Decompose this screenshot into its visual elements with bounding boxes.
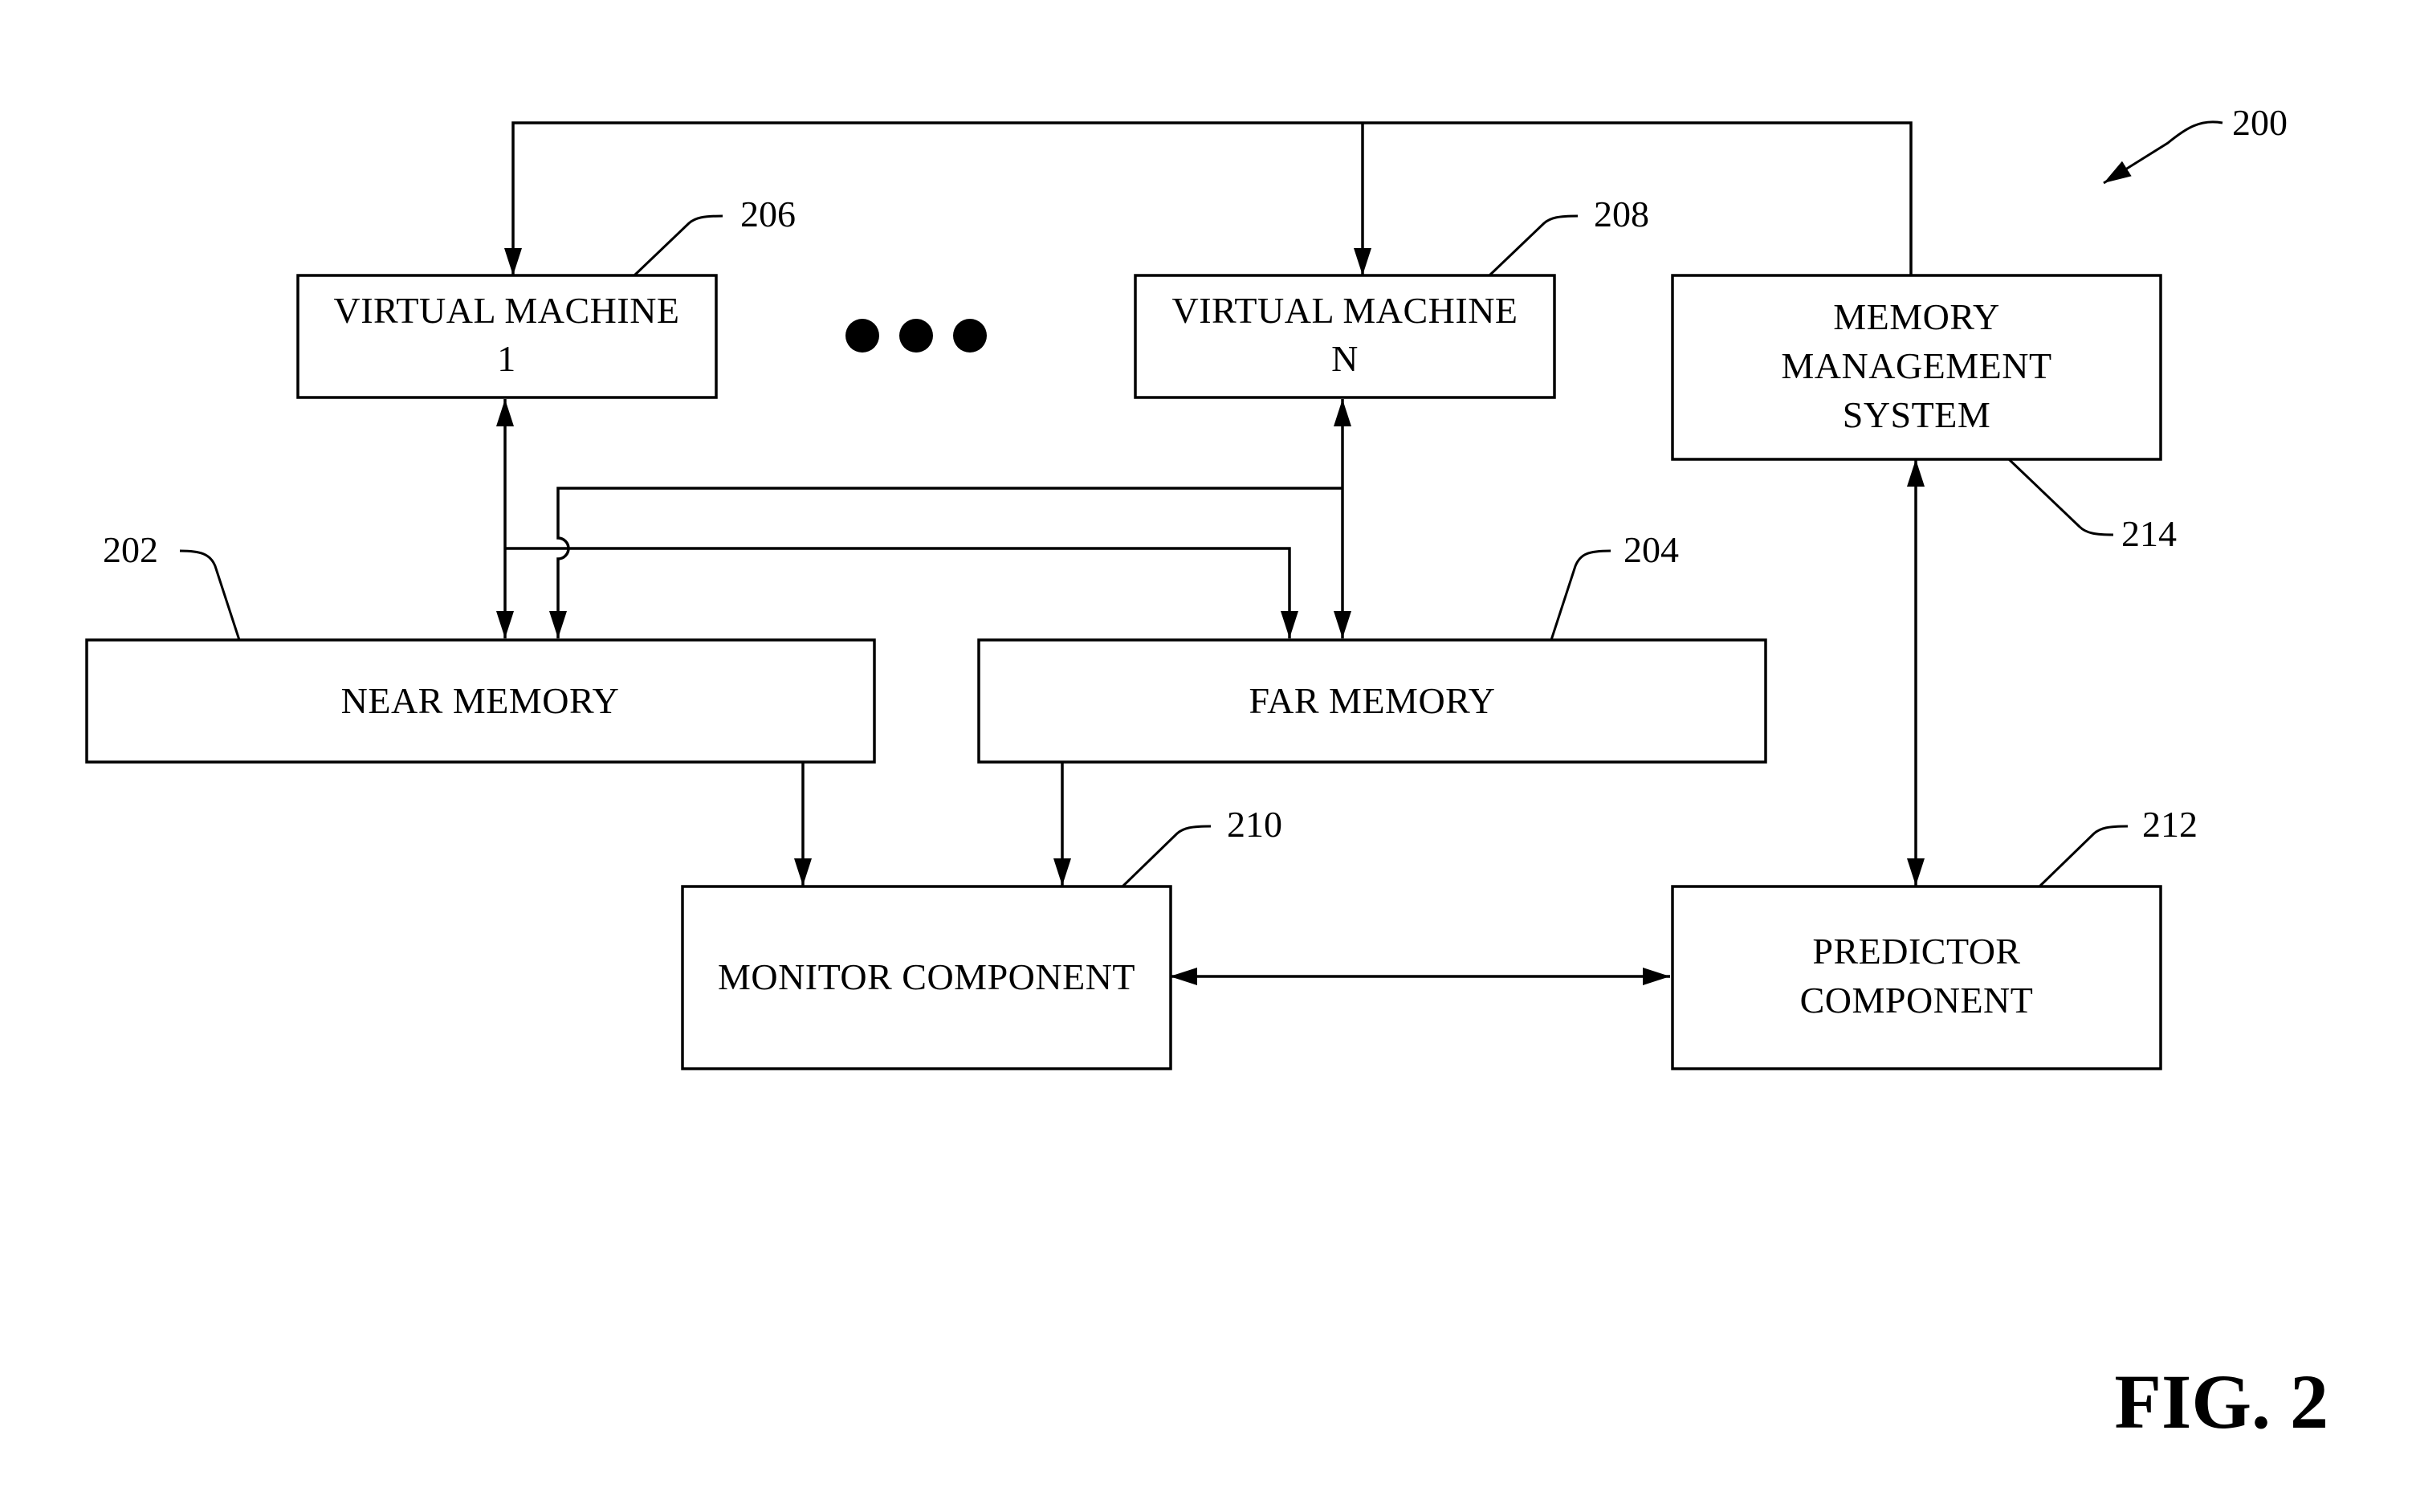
- predictor-component-box: PREDICTOR COMPONENT: [1672, 886, 2161, 1069]
- ref-204-leader: [1551, 551, 1611, 640]
- ellipsis-dots: [845, 319, 987, 353]
- predictor-label-line2: COMPONENT: [1800, 980, 2034, 1021]
- far-memory-label: FAR MEMORY: [1249, 680, 1495, 721]
- ellipsis-dot: [845, 319, 879, 353]
- monitor-label: MONITOR COMPONENT: [718, 956, 1135, 997]
- mms-label-line1: MEMORY: [1833, 296, 1999, 337]
- predictor-label-line1: PREDICTOR: [1812, 931, 2020, 972]
- ref-212-leader: [2039, 826, 2128, 886]
- ref-214-leader: [2009, 459, 2113, 535]
- ref-210: 210: [1227, 804, 1282, 845]
- mms-label-line2: MANAGEMENT: [1781, 345, 2051, 386]
- memory-management-system-box: MEMORY MANAGEMENT SYSTEM: [1672, 275, 2161, 459]
- vm1-far-memory-link: [505, 548, 1289, 638]
- far-memory-box: FAR MEMORY: [979, 640, 1766, 762]
- vmn-label-line1: VIRTUAL MACHINE: [1171, 290, 1518, 331]
- virtual-machine-n-box: VIRTUAL MACHINE N: [1135, 275, 1554, 397]
- vm1-label-line2: 1: [497, 338, 516, 379]
- ref-200-leader: [2104, 122, 2222, 183]
- ref-202-leader: [180, 551, 239, 640]
- ref-206-leader: [634, 216, 723, 275]
- vm1-label-line1: VIRTUAL MACHINE: [333, 290, 679, 331]
- ref-202: 202: [103, 529, 158, 570]
- vmn-near-memory-link: [558, 488, 1342, 638]
- figure-label: FIG. 2: [2114, 1359, 2328, 1445]
- ellipsis-dot: [899, 319, 933, 353]
- ref-208: 208: [1594, 194, 1649, 234]
- near-memory-label: NEAR MEMORY: [341, 680, 620, 721]
- ref-204: 204: [1624, 529, 1679, 570]
- ellipsis-dot: [953, 319, 987, 353]
- ref-210-leader: [1122, 826, 1211, 886]
- mms-to-vm-bus: [513, 123, 1911, 275]
- mms-label-line3: SYSTEM: [1843, 394, 1990, 435]
- ref-212: 212: [2142, 804, 2198, 845]
- ref-206: 206: [740, 194, 796, 234]
- ref-200: 200: [2232, 102, 2288, 143]
- near-memory-box: NEAR MEMORY: [87, 640, 874, 762]
- monitor-component-box: MONITOR COMPONENT: [682, 886, 1171, 1069]
- ref-208-leader: [1489, 216, 1578, 275]
- vmn-label-line2: N: [1331, 338, 1359, 379]
- ref-214: 214: [2121, 513, 2177, 554]
- virtual-machine-1-box: VIRTUAL MACHINE 1: [298, 275, 716, 397]
